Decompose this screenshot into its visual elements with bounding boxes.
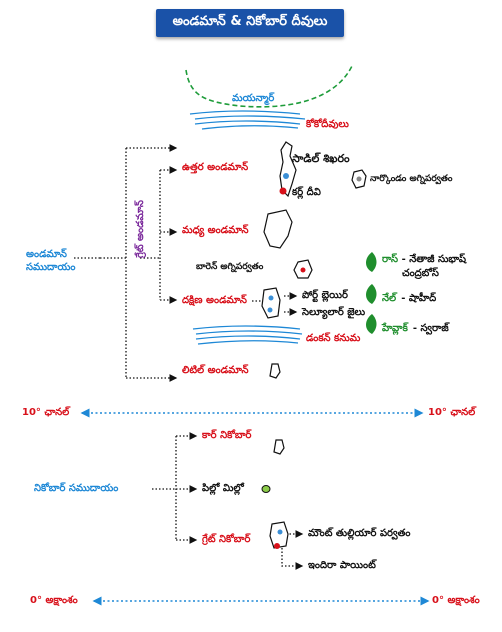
ross-new-name: - నేతాజీ సుభాష్ [401, 254, 466, 265]
north-andaman-label: ఉత్తర అండమాన్ [182, 162, 249, 173]
diglipur-label: కర్ల్ దీవి [292, 187, 321, 198]
narcondam-label: నార్కొండం అగ్నిపర్వతం [370, 174, 453, 184]
neil-old-name: నేల్ [382, 293, 397, 304]
havelock-island-leaf [366, 314, 377, 334]
saddle-peak-label: సాడిల్ శిఖరం [292, 152, 350, 165]
car-nicobar-island [273, 439, 285, 455]
nicobar-group-label: నికోబార్ సముదాయం [34, 483, 119, 494]
port-blair-label: పోర్ట్ బ్లెయిర్ [302, 290, 348, 301]
havelock-old-name: హేవ్లాక్ [382, 323, 408, 334]
ross-old-name: రాస్ [382, 254, 399, 265]
little-andaman-island [269, 363, 281, 379]
diglipur-marker [279, 187, 287, 195]
great-andaman-label: గ్రేట్ అండమాన్ [135, 200, 146, 258]
andaman-group-label: అండమాన్ సముదాయం [26, 249, 76, 273]
barren-label: బారెన్ అగ్నిపర్వతం [196, 262, 264, 272]
ross-new-name-line2: చంద్రబోస్ [402, 268, 439, 279]
title-text: అండమాన్ & నికోబార్ దీవులు [172, 14, 328, 29]
great-nicobar-island [269, 521, 289, 549]
pilomilo-label: పిల్లో మిల్లో [202, 483, 244, 494]
saddle-peak-marker [283, 173, 289, 179]
middle-andaman-island [263, 209, 293, 249]
south-andaman-island [261, 287, 281, 319]
neil-island-leaf [366, 284, 377, 304]
neil-new-name: - షాహీద్ [401, 293, 437, 304]
ross-island-leaf [366, 252, 377, 272]
ten-degree-channel-right: 10° ఛానల్ [428, 407, 476, 418]
andaman-tree-lines [74, 144, 298, 382]
cellular-jail-label: సెల్యూలార్ జైలు [302, 307, 366, 318]
ross-island-entry: రాస్ - నేతాజీ సుభాష్ [382, 253, 466, 267]
pilomilo-island [261, 485, 271, 493]
south-andaman-label: దక్షిణ అండమాన్ [182, 295, 247, 306]
coco-channel-lines [189, 110, 306, 130]
mount-thullier-label: మౌంట్ తుల్లియార్ పర్వతం [308, 528, 411, 539]
havelock-island-entry: హేవ్లాక్ - స్వరాజ్ [382, 316, 449, 336]
zero-latitude-right: 0° అక్షాంశం [432, 595, 480, 606]
ten-degree-channel-left: 10° ఛానల్ [22, 407, 70, 418]
car-nicobar-label: కార్ నికోబార్ [202, 430, 252, 441]
middle-andaman-label: మధ్య అండమాన్ [182, 225, 249, 236]
andaman-group-label-line1: అండమాన్ సముదాయం [26, 248, 82, 274]
myanmar-label: మయన్మార్ [232, 93, 275, 104]
duncan-passage-lines [192, 325, 303, 345]
title-banner: అండమాన్ & నికోబార్ దీవులు [156, 9, 344, 37]
zero-latitude-left: 0° అక్షాంశం [30, 595, 78, 606]
great-nicobar-label: గ్రేట్ నికోబార్ [202, 534, 251, 545]
neil-island-entry: నేల్ - షాహీద్ [382, 286, 436, 306]
indira-point-label: ఇందిరా పాయింట్ [308, 560, 376, 571]
myanmar-coastline [185, 65, 353, 108]
duncan-passage-label: డంకన్ కనుమ [306, 333, 361, 344]
nicobar-tree-lines [152, 432, 304, 570]
little-andaman-label: లిటిల్ అండమాన్ [182, 365, 249, 376]
coco-islands-label: కోకోదీవులు [306, 119, 349, 130]
havelock-new-name: - స్వరాజ్ [412, 323, 449, 334]
north-andaman-island [279, 141, 297, 198]
